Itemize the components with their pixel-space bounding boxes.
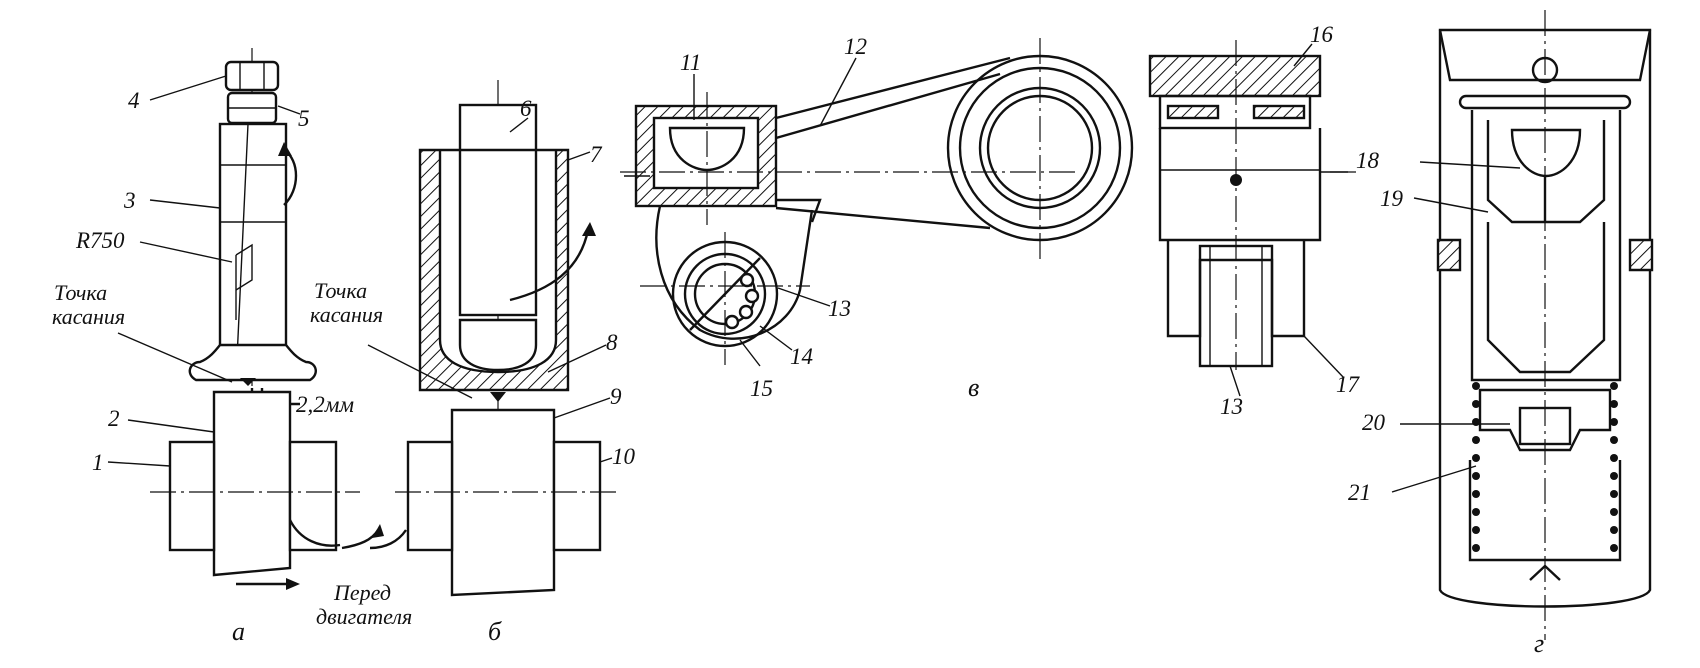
pushrod-6	[458, 103, 538, 317]
label-front-1: Перед	[333, 580, 391, 605]
figure-label-a: а	[232, 617, 245, 646]
cam-9	[450, 408, 556, 597]
figure-b-cup-tappet	[367, 80, 620, 597]
tappet-body	[1438, 28, 1652, 608]
label-5: 5	[298, 106, 310, 131]
label-19: 19	[1380, 186, 1404, 211]
figure-a-valve-and-cam	[107, 48, 384, 590]
roller-13b	[1198, 244, 1274, 368]
label-12: 12	[844, 34, 867, 59]
label-10: 10	[612, 444, 636, 469]
tappet-body-7	[418, 148, 570, 392]
label-4: 4	[128, 88, 140, 113]
cam-2	[212, 390, 292, 577]
label-13b: 13	[1220, 394, 1243, 419]
label-3: 3	[123, 188, 136, 213]
label-15: 15	[750, 376, 773, 401]
figure-g-hydraulic-tappet	[1391, 10, 1654, 640]
nut-4	[224, 60, 280, 92]
rocker-section	[1148, 40, 1360, 397]
rocker-cap-16	[1148, 54, 1322, 98]
label-6: 6	[520, 96, 532, 121]
label-14: 14	[790, 344, 813, 369]
figure-label-b: б	[488, 617, 502, 646]
labels: 4 5 3 R750 Точка касания 2 2,2мм 1 Перед…	[52, 22, 1544, 658]
label-2: 2	[108, 406, 120, 431]
label-contact-b-2: касания	[310, 302, 383, 327]
tappet-foot	[188, 343, 317, 382]
figure-label-v: в	[968, 373, 979, 402]
label-16: 16	[1310, 22, 1334, 47]
figure-label-g: г	[1534, 629, 1544, 658]
label-17: 17	[1336, 372, 1361, 397]
label-contact-a-2: касания	[52, 304, 125, 329]
tappet-3	[218, 122, 288, 366]
label-21: 21	[1348, 480, 1371, 505]
label-11: 11	[680, 50, 701, 75]
label-contact-a-1: Точка	[54, 280, 107, 305]
label-front-2: двигателя	[316, 604, 412, 629]
label-13a: 13	[828, 296, 851, 321]
camshaft-1	[168, 440, 216, 552]
figure-v-rocker-arm	[620, 38, 1134, 367]
label-9: 9	[610, 384, 622, 409]
label-8: 8	[606, 330, 618, 355]
label-r750: R750	[75, 228, 125, 253]
label-20: 20	[1362, 410, 1386, 435]
label-gap: 2,2мм	[296, 392, 354, 417]
check-valve-20	[1478, 388, 1612, 452]
label-18: 18	[1356, 148, 1380, 173]
label-7: 7	[590, 142, 603, 167]
spring-21	[1472, 382, 1618, 552]
label-1: 1	[92, 450, 104, 475]
camshaft-10	[406, 440, 454, 552]
ball-end	[458, 318, 538, 372]
label-contact-b-1: Точка	[314, 278, 367, 303]
